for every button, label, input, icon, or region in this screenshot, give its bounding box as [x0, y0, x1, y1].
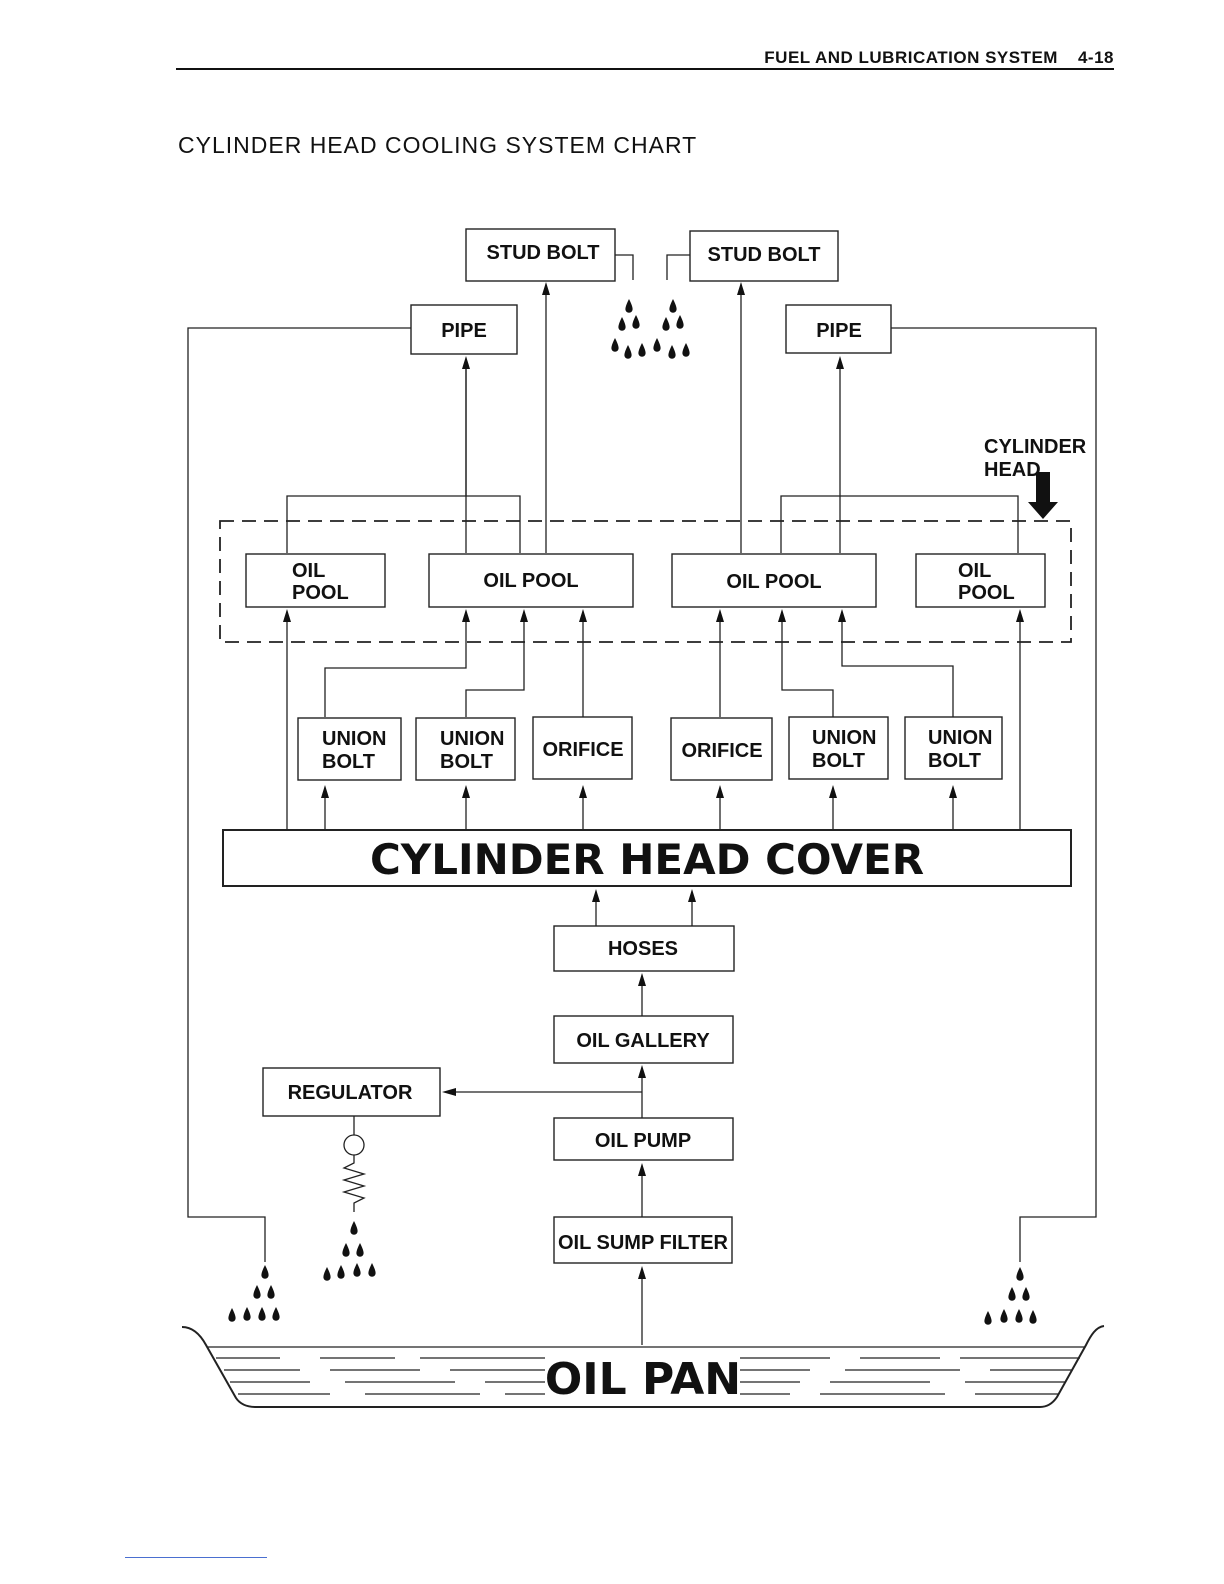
arrow-pool2-c: [579, 609, 587, 622]
line-union3-pool3: [782, 620, 833, 717]
orifice-1-label: ORIFICE: [542, 739, 623, 761]
arrow-pipe-right: [836, 356, 844, 369]
oil-pool-1-box: OIL POOL: [246, 554, 385, 607]
arrow-union1: [321, 785, 329, 798]
oil-pool-4-label-line2: POOL: [958, 582, 1015, 604]
union-bolt-3-label-line2: BOLT: [812, 750, 865, 772]
arrow-pool2-a: [462, 609, 470, 622]
line-pool4-pipe-right: [840, 496, 1018, 553]
cylinder-head-callout-line2: HEAD: [984, 459, 1041, 481]
regulator-box: REGULATOR: [263, 1068, 440, 1116]
arrow-pipe-left: [462, 356, 470, 369]
union-bolt-3-box: UNION BOLT: [789, 717, 888, 779]
oil-pool-1-label-line1: OIL: [292, 560, 325, 582]
arrow-union3: [829, 785, 837, 798]
oil-drops-stud-bolts: [611, 299, 689, 359]
oil-drops-right-return: [984, 1267, 1036, 1325]
regulator-ball-valve: [344, 1135, 364, 1155]
oil-pool-4-label-line1: OIL: [958, 560, 991, 582]
orifice-2-box: ORIFICE: [671, 718, 772, 780]
arrow-orifice2: [716, 785, 724, 798]
oil-pool-4-box: OIL POOL: [916, 554, 1045, 607]
oil-pool-2-label: OIL POOL: [483, 570, 578, 592]
union-bolt-2-label-line1: UNION: [440, 728, 504, 750]
oil-drops-left-return: [228, 1265, 279, 1322]
oil-drops-regulator: [323, 1221, 375, 1281]
arrow-cover-right: [688, 889, 696, 902]
line-pipe-left-return: [188, 328, 411, 1262]
cylinder-head-callout-line1: CYLINDER: [984, 436, 1087, 458]
arrow-pool1: [283, 609, 291, 622]
line-stud-left-outlet: [615, 255, 633, 280]
oil-pan-label: OIL PAN: [545, 1354, 741, 1405]
oil-gallery-box: OIL GALLERY: [554, 1016, 733, 1063]
arrow-regulator: [442, 1088, 456, 1096]
line-union2-pool2: [466, 620, 524, 717]
union-bolt-4-label-line1: UNION: [928, 727, 992, 749]
stud-bolt-right-label: STUD BOLT: [708, 244, 821, 266]
line-union1-pool2: [325, 620, 466, 717]
union-bolt-4-label-line2: BOLT: [928, 750, 981, 772]
oil-pool-2-box: OIL POOL: [429, 554, 633, 607]
hoses-box: HOSES: [554, 926, 734, 971]
cylinder-head-callout: CYLINDER HEAD: [984, 436, 1087, 481]
flow-lines: [188, 255, 1096, 1345]
arrow-pool3-c: [838, 609, 846, 622]
oil-sump-filter-box: OIL SUMP FILTER: [554, 1217, 732, 1263]
stud-bolt-right-box: STUD BOLT: [690, 231, 838, 281]
union-bolt-4-box: UNION BOLT: [905, 717, 1002, 779]
pipe-right-box: PIPE: [786, 305, 891, 353]
union-bolt-1-label-line2: BOLT: [322, 751, 375, 773]
union-bolt-3-label-line1: UNION: [812, 727, 876, 749]
cylinder-head-cover-label: CYLINDER HEAD COVER: [370, 835, 924, 884]
regulator-label: REGULATOR: [288, 1082, 413, 1104]
arrow-union2: [462, 785, 470, 798]
line-pool2-branch: [466, 496, 520, 553]
line-pool1-pipe-left: [287, 367, 466, 553]
arrow-cover-left: [592, 889, 600, 902]
oil-pump-box: OIL PUMP: [554, 1118, 733, 1160]
arrow-pool3-b: [778, 609, 786, 622]
pipe-left-label: PIPE: [441, 320, 487, 342]
arrow-pool3-a: [716, 609, 724, 622]
arrow-pool4: [1016, 609, 1024, 622]
arrow-filter: [638, 1266, 646, 1279]
orifice-2-label: ORIFICE: [681, 740, 762, 762]
oil-pool-1-label-line2: POOL: [292, 582, 349, 604]
arrow-union4: [949, 785, 957, 798]
oil-pump-label: OIL PUMP: [595, 1130, 691, 1152]
arrow-pump: [638, 1163, 646, 1176]
oil-sump-filter-label: OIL SUMP FILTER: [558, 1232, 729, 1254]
arrow-stud-left: [542, 282, 550, 295]
arrow-pool2-b: [520, 609, 528, 622]
footer-link-underline: [125, 1557, 267, 1558]
oil-gallery-label: OIL GALLERY: [576, 1030, 710, 1052]
hoses-label: HOSES: [608, 938, 678, 960]
pipe-left-box: PIPE: [411, 305, 517, 354]
cylinder-head-cover-box: CYLINDER HEAD COVER: [223, 830, 1071, 886]
union-bolt-2-label-line2: BOLT: [440, 751, 493, 773]
line-pool3-pipe-right: [781, 367, 840, 553]
arrow-hoses: [638, 973, 646, 986]
orifice-1-box: ORIFICE: [533, 717, 632, 779]
pipe-right-label: PIPE: [816, 320, 862, 342]
union-bolt-1-box: UNION BOLT: [298, 718, 401, 780]
regulator-spring: [344, 1155, 364, 1212]
arrow-orifice1: [579, 785, 587, 798]
oil-pool-3-box: OIL POOL: [672, 554, 876, 607]
union-bolt-1-label-line1: UNION: [322, 728, 386, 750]
oil-pan: OIL PAN: [182, 1326, 1104, 1407]
union-bolt-2-box: UNION BOLT: [416, 718, 515, 780]
arrow-stud-right: [737, 282, 745, 295]
line-union4-pool3: [842, 620, 953, 717]
line-stud-right-outlet: [667, 255, 690, 280]
stud-bolt-left-box: STUD BOLT: [466, 229, 615, 281]
stud-bolt-left-label: STUD BOLT: [487, 242, 600, 264]
arrow-gallery: [638, 1065, 646, 1078]
oil-pool-3-label: OIL POOL: [726, 571, 821, 593]
